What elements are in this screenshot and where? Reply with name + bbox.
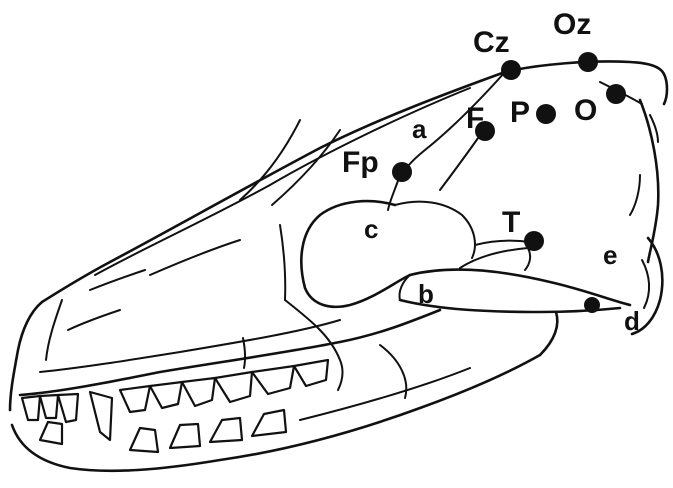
canine-tooth: [90, 392, 112, 440]
mandible-notch: [380, 345, 406, 398]
incisor-2: [40, 395, 58, 418]
face-mark: [243, 338, 245, 368]
maxilla-inner-line: [40, 320, 340, 372]
premolar-3: [182, 378, 215, 406]
occipital-detail: [642, 260, 649, 308]
electrode-labels: Cz Oz Fp F P O T: [342, 8, 597, 239]
landmark-dot-d: [584, 297, 600, 313]
premolar-1: [120, 386, 150, 412]
electrode-dot-o: [606, 84, 626, 104]
label-e: e: [603, 240, 617, 270]
teeth-row: [22, 360, 328, 452]
label-oz: Oz: [553, 8, 591, 41]
electrode-dot-p: [536, 104, 556, 124]
muzzle-side-line-3: [68, 310, 120, 330]
lower-tooth-3: [210, 418, 242, 442]
label-o: O: [574, 94, 597, 127]
molar-2: [294, 360, 328, 386]
label-d: d: [624, 306, 640, 336]
electrode-dot-oz: [578, 52, 598, 72]
t-lower-line: [460, 248, 530, 270]
muzzle-side-line-1: [150, 240, 240, 275]
lower-tooth-4: [252, 410, 286, 436]
label-f: F: [466, 102, 484, 135]
label-b: b: [418, 279, 434, 309]
cranium-arc-segment-3: [630, 175, 640, 215]
electrode-dot-cz: [501, 60, 521, 80]
premolar-4: [215, 372, 252, 402]
label-cz: Cz: [473, 26, 510, 59]
incisor-1: [22, 396, 40, 420]
lower-tooth-2: [170, 424, 200, 448]
mandible-ramus-outline: [540, 312, 557, 355]
label-fp: Fp: [342, 146, 379, 179]
orbit-rim: [395, 202, 475, 258]
electrode-dot-fp: [392, 162, 412, 182]
muzzle-top-outline: [42, 72, 505, 302]
lower-tooth-5: [40, 422, 62, 444]
label-a: a: [412, 114, 427, 144]
lower-tooth-1: [130, 428, 158, 452]
face-vertical: [280, 225, 285, 300]
temporal-fossa-outline: [301, 201, 410, 307]
molar-1: [252, 366, 294, 394]
nose-inner-line: [46, 300, 62, 360]
label-t: T: [502, 206, 520, 239]
premolar-2: [150, 382, 182, 408]
label-p: P: [510, 96, 530, 129]
electrode-dot-t: [524, 231, 544, 251]
t-region-line: [475, 241, 530, 245]
incisor-3: [58, 394, 78, 422]
label-c: c: [364, 214, 378, 244]
